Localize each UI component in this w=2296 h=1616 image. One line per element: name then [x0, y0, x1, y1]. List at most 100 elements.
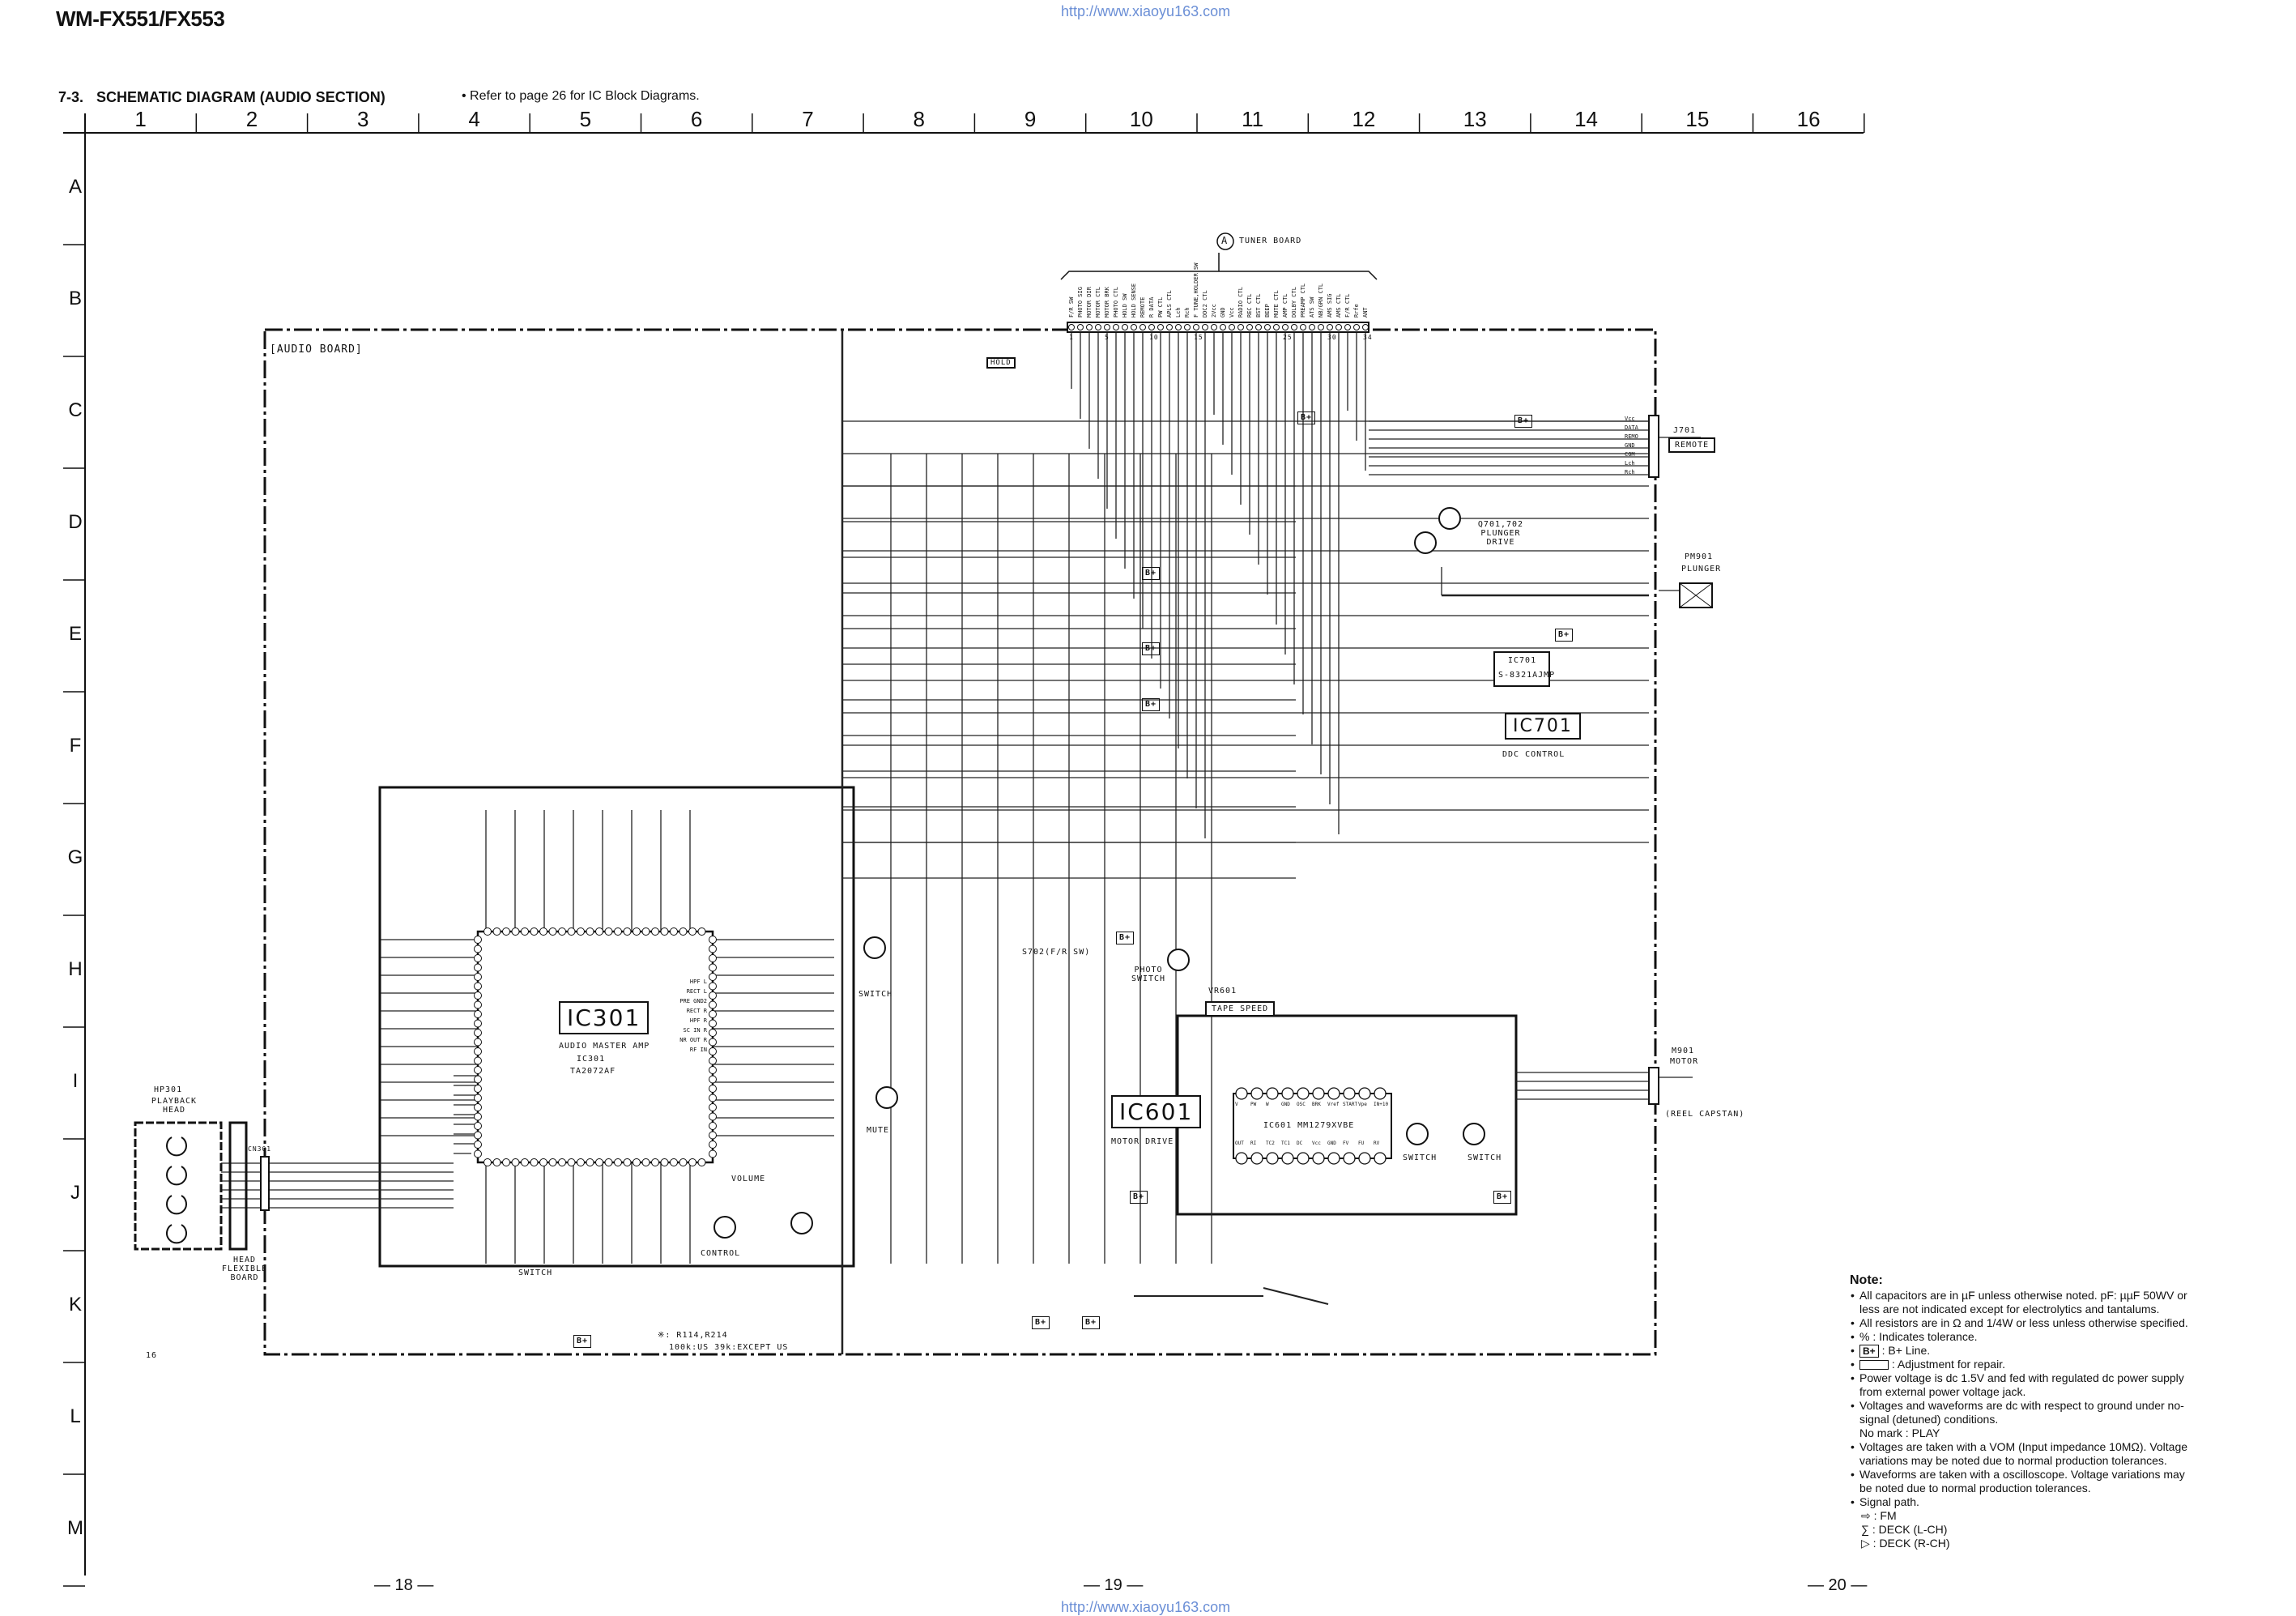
sigma-arrow-icon: ∑ [1861, 1523, 1869, 1536]
source-url-top[interactable]: http://www.xiaoyu163.com [1061, 3, 1231, 19]
tuner-pin-label: NB/GRN CTL [1318, 283, 1324, 318]
ic701-chip-ref: IC701 [1508, 656, 1537, 665]
ic601-function: MOTOR DRIVE [1111, 1137, 1174, 1146]
ic301-pin [709, 1075, 717, 1084]
tuner-pin-label: F/R SW [1068, 296, 1075, 318]
ic301-pin [709, 1019, 717, 1028]
column-number: 12 [1352, 107, 1376, 131]
ic301-pin [660, 927, 669, 936]
ic301-pin [539, 927, 547, 936]
b-plus-label: B+ [1032, 1316, 1050, 1329]
ic301-pin [709, 1141, 717, 1149]
ic301-pin [688, 927, 696, 936]
photo-switch-label: PHOTO SWITCH [1131, 966, 1166, 983]
tuner-pin-label: PW CTL [1157, 296, 1164, 318]
note-text: : Adjustment for repair. [1891, 1358, 2005, 1371]
tuner-pin [1229, 324, 1235, 330]
ic601-pin-label: TC2 [1266, 1141, 1275, 1146]
page-number-18: — 18 — [374, 1576, 434, 1594]
m901-label: M901 [1672, 1047, 1695, 1055]
head-flex-label: HEAD FLEXIBLE BOARD [221, 1256, 268, 1282]
tuner-pin [1344, 324, 1351, 330]
ic601-pin [1297, 1087, 1310, 1100]
tuner-pin [1157, 324, 1164, 330]
j701-pin-label: GND [1625, 442, 1635, 449]
tuner-pin [1131, 324, 1137, 330]
tuner-pin [1327, 324, 1333, 330]
ic301-pin-label: HPF R [689, 1017, 707, 1024]
note-item: All capacitors are in µF unless otherwis… [1851, 1289, 2198, 1316]
note-item: Waveforms are taken with a oscilloscope.… [1851, 1468, 2198, 1495]
tuner-pin [1362, 324, 1369, 330]
tuner-marker: A [1221, 235, 1229, 246]
b-plus-label: B+ [1514, 415, 1533, 428]
ic301-pin [641, 1158, 650, 1166]
ic601-pin-label: OUT [1235, 1141, 1244, 1146]
ic301-pin-label: SC IN R [683, 1027, 707, 1034]
audio-board-outline [263, 328, 1657, 1356]
ic301-pin-label: PRE GND2 [679, 998, 707, 1004]
tuner-pin [1318, 324, 1324, 330]
source-url-bottom[interactable]: http://www.xiaoyu163.com [1061, 1599, 1231, 1615]
ic601-pin-label: FV [1343, 1141, 1349, 1146]
ic301-pin [474, 1131, 482, 1140]
ic301-pin [709, 1103, 717, 1111]
tuner-pin [1264, 324, 1271, 330]
tape-speed-label[interactable]: TAPE SPEED [1205, 1001, 1276, 1017]
j701-pin-label: Rch [1625, 469, 1635, 475]
transistor-icon [1406, 1123, 1429, 1145]
ic301-pin-label: NR OUT R [679, 1037, 707, 1043]
ic301-pin [577, 927, 585, 936]
tuner-pin-label: HOLD SENSE [1131, 283, 1137, 318]
ic601-pin-label: RI [1250, 1141, 1257, 1146]
row-letter: H [68, 958, 83, 980]
tuner-pin-label: REC CTL [1246, 293, 1253, 318]
ic601-pin-label: GND [1327, 1141, 1336, 1146]
tuner-pin [1282, 324, 1289, 330]
ic301-pin [697, 1158, 706, 1166]
tuner-pin [1068, 324, 1075, 330]
tuner-pin-label: Rch [1184, 307, 1191, 318]
ic601-body [1233, 1093, 1392, 1159]
s702-label: S702(F/R SW) [1022, 948, 1091, 957]
ic601-pin [1250, 1152, 1263, 1165]
ic301-section-outline [378, 786, 855, 1268]
ic601-pin [1235, 1152, 1248, 1165]
footnote-values: 100k:US 39k:EXCEPT US [669, 1343, 789, 1352]
column-number: 16 [1796, 107, 1821, 131]
ic301-pin [558, 1158, 566, 1166]
ic601-pin [1266, 1152, 1279, 1165]
row-letter: B [68, 288, 82, 309]
ic301-pin [709, 954, 717, 962]
tuner-board-label: TUNER BOARD [1239, 237, 1302, 245]
ic301-pin [709, 936, 717, 944]
note-item: Voltages and waveforms are dc with respe… [1851, 1399, 2198, 1440]
column-number: 10 [1129, 107, 1153, 131]
ic301-pin [521, 1158, 529, 1166]
audio-board-label: [AUDIO BOARD] [270, 343, 363, 356]
column-number: 2 [245, 107, 258, 131]
note-item-bplus: B+ : B+ Line. [1851, 1344, 2198, 1358]
ic301-pin [474, 1038, 482, 1047]
tuner-pin-number: 1 [1069, 334, 1074, 341]
ic601-pin-label: DC [1297, 1141, 1303, 1146]
ic301-pin [474, 1066, 482, 1074]
tuner-pin [1353, 324, 1360, 330]
ic301-part: TA2072AF [570, 1067, 616, 1076]
ic601-pin [1250, 1087, 1263, 1100]
mute-label: MUTE [867, 1126, 890, 1135]
ic601-chip: IC601 MM1279XVBE [1263, 1121, 1355, 1130]
tuner-pin [1237, 324, 1244, 330]
plunger-label: PLUNGER [1681, 565, 1722, 573]
section-number: 7-3. [58, 89, 84, 105]
tuner-pin [1184, 324, 1191, 330]
ic301-pin [474, 1075, 482, 1084]
transistors [714, 507, 1485, 1239]
cn301-label: CN301 [248, 1145, 272, 1153]
transistor-icon [1438, 507, 1461, 530]
ic301-pin [586, 927, 594, 936]
transistor-icon [1463, 1123, 1485, 1145]
reel-capstan-label: (REEL CAPSTAN) [1665, 1110, 1745, 1119]
tuner-pin [1166, 324, 1173, 330]
ic301-pin [474, 1056, 482, 1065]
